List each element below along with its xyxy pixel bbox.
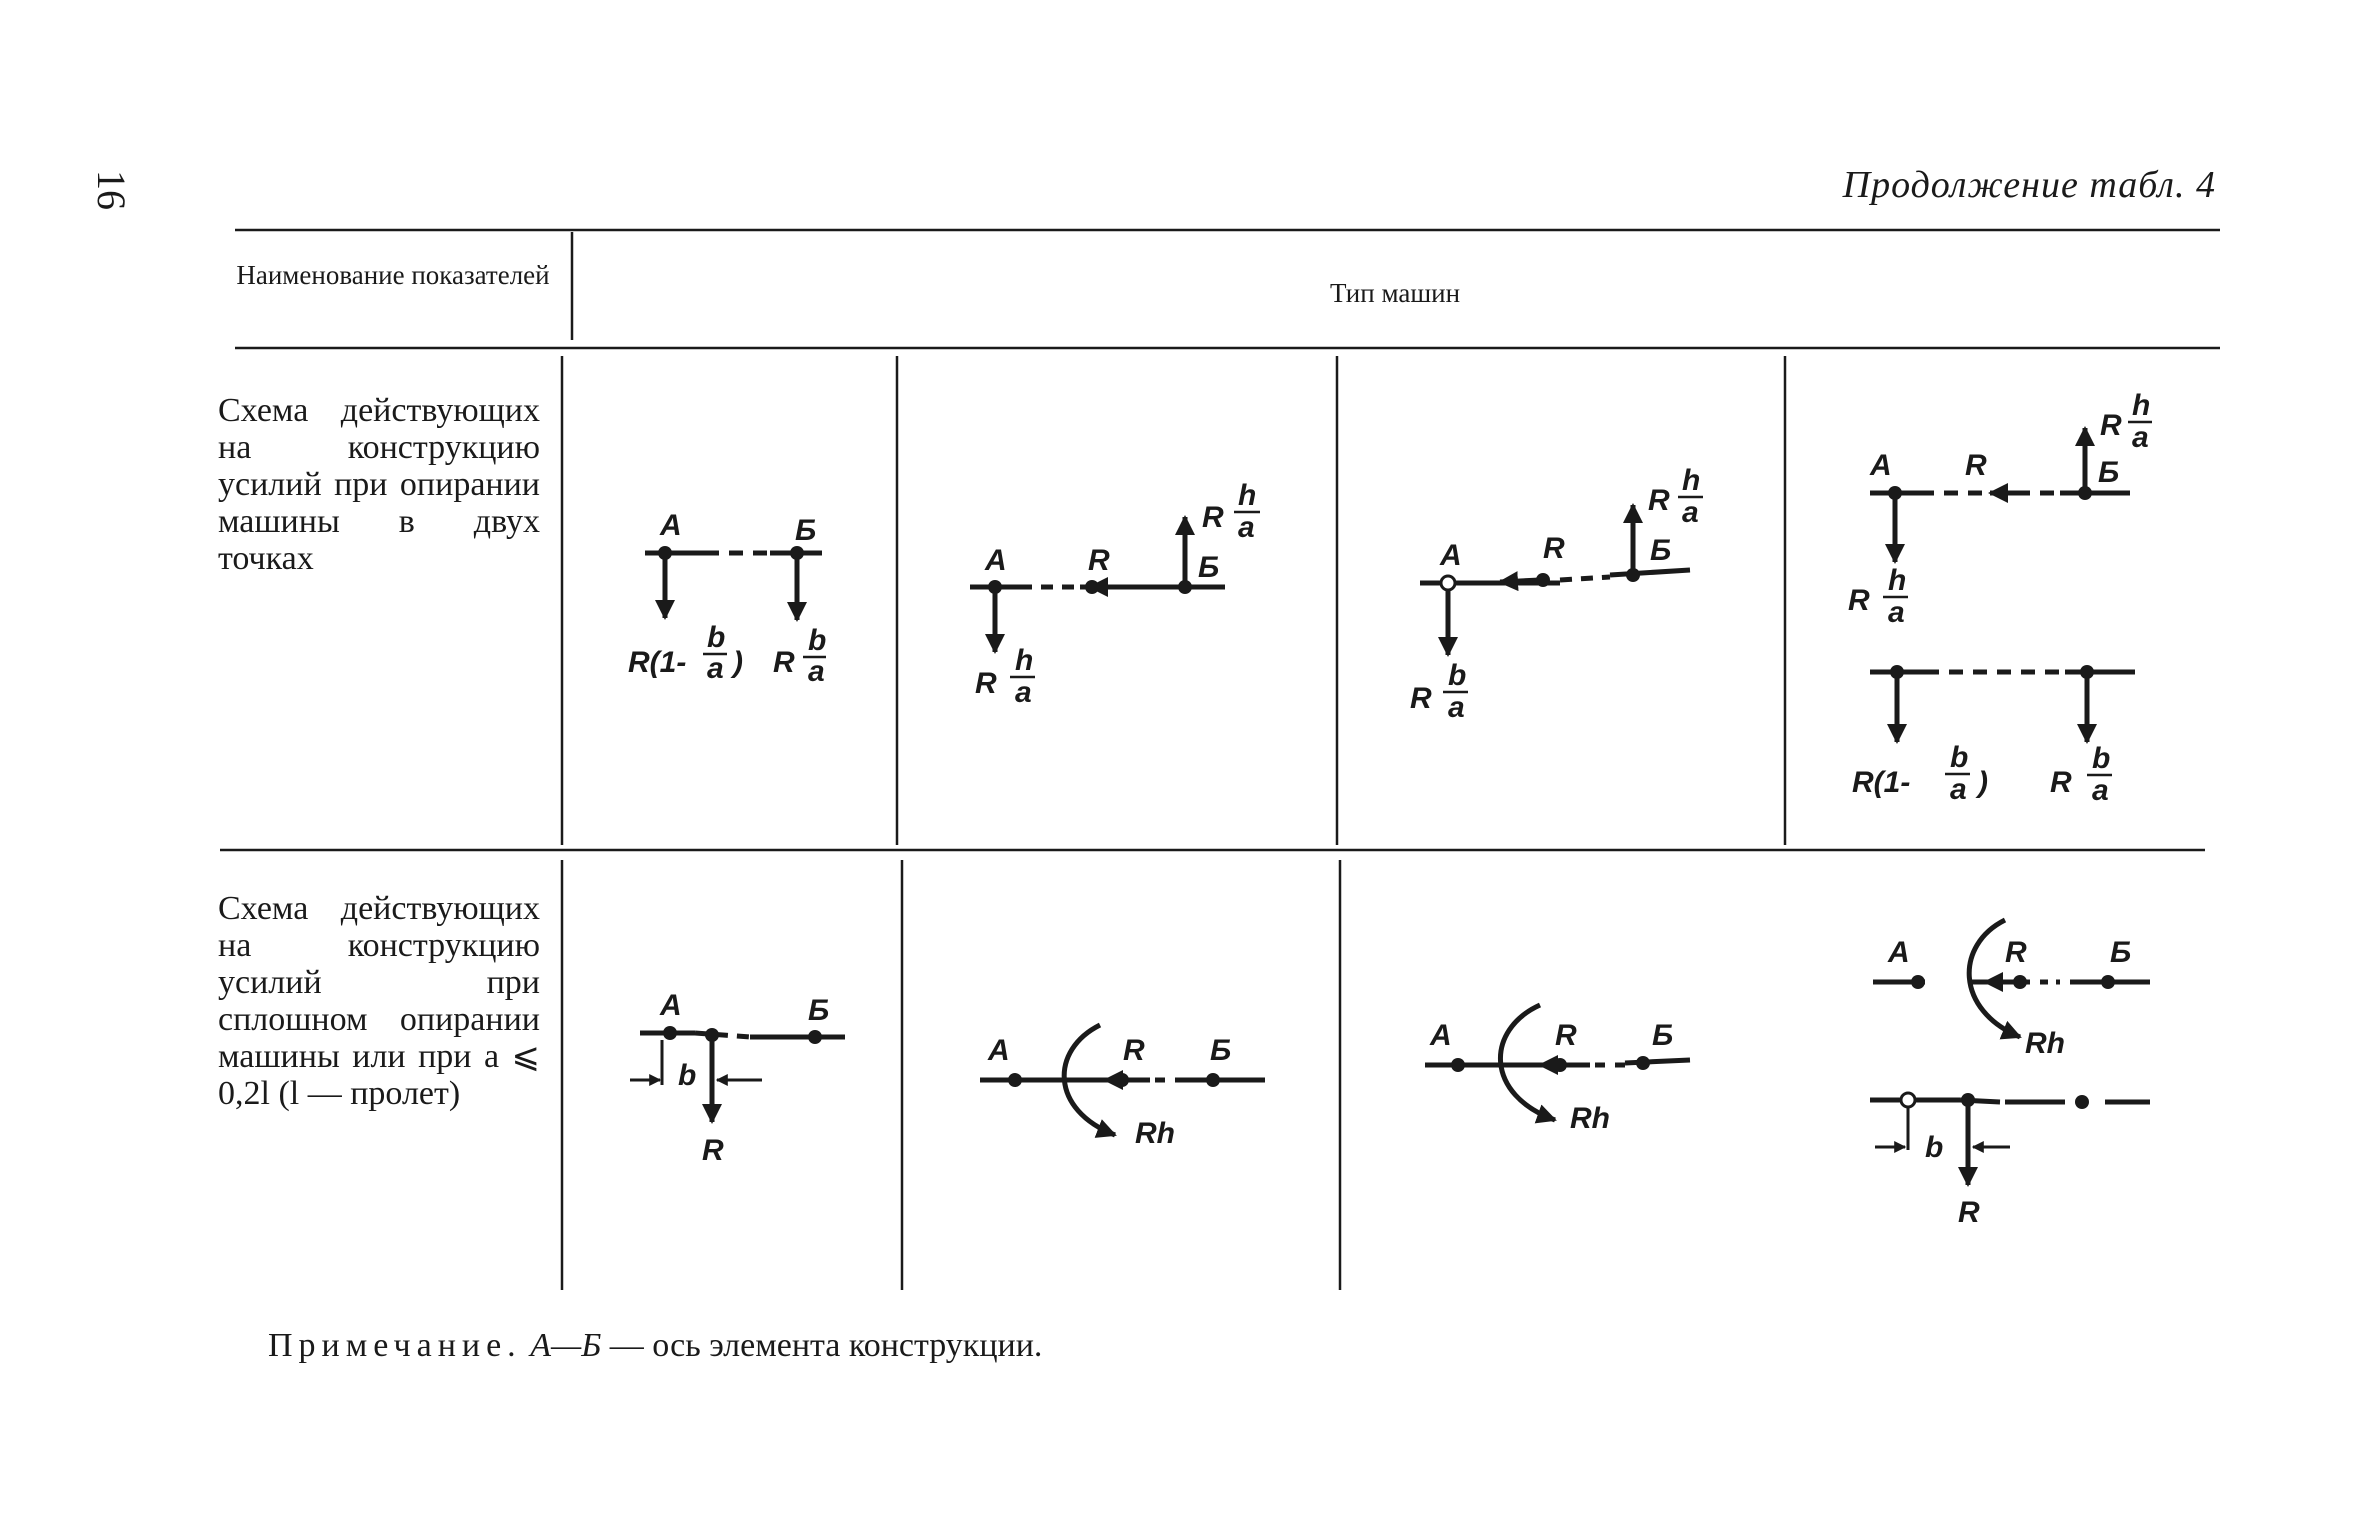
continuation-title: Продолжение табл. 4 <box>1842 164 2216 206</box>
label-a: А <box>984 544 1007 577</box>
label-rh: Rh <box>2025 1027 2065 1060</box>
scheme-r1-c4-upper <box>1870 426 2130 564</box>
label-b: Б <box>808 994 829 1027</box>
label-b-frac: b <box>1448 659 1466 692</box>
label-h-frac: h <box>1682 464 1700 497</box>
label-a: А <box>1887 936 1910 969</box>
label-r: R <box>2050 766 2072 799</box>
label-h-frac: h <box>1888 564 1906 597</box>
scheme-r1-c4-lower <box>1870 665 2135 744</box>
label-a-frac: a <box>1888 596 1905 629</box>
label-b-frac: b <box>707 621 725 654</box>
label-b: Б <box>1198 551 1219 584</box>
label-a: А <box>1429 1019 1452 1052</box>
label-r: R <box>1958 1196 1980 1229</box>
label-r: R <box>702 1134 724 1167</box>
label-a: А <box>659 509 682 542</box>
label-h-frac: h <box>1015 644 1033 677</box>
label-a-frac: a <box>707 652 724 685</box>
note: Примечание. А—Б — ось элемента конструкц… <box>268 1327 1042 1365</box>
label-a: А <box>987 1034 1010 1067</box>
label-r: R <box>2005 936 2027 969</box>
label-a-frac: a <box>1448 691 1465 724</box>
label-b: Б <box>795 514 816 547</box>
label-a-frac: a <box>1238 511 1255 544</box>
scheme-r2-c3 <box>1425 1002 1691 1124</box>
label-r: R <box>773 646 795 679</box>
label-a-frac: a <box>1015 676 1032 709</box>
label-r-open: R(1- <box>628 646 686 679</box>
label-a-frac: a <box>2092 774 2109 807</box>
label-a-frac: a <box>1950 773 1967 806</box>
scheme-r2-c4-lower <box>1870 1091 2150 1187</box>
label-b: Б <box>1652 1019 1673 1052</box>
label-a: А <box>659 989 682 1022</box>
note-text: — ось элемента конструкции. <box>601 1327 1043 1364</box>
label-r: R <box>1555 1019 1577 1052</box>
label-h-frac: h <box>1238 479 1256 512</box>
row-label-two-point: Схема действующих на конструкцию усилий … <box>218 392 540 577</box>
note-axis: А—Б <box>530 1327 602 1364</box>
scheme-r2-c4-upper <box>1873 917 2150 1040</box>
label-b-frac: b <box>1950 741 1968 774</box>
label-close: ) <box>1975 766 1988 799</box>
label-close: ) <box>730 646 743 679</box>
label-r: R <box>2100 409 2122 442</box>
scheme-r1-c2 <box>970 515 1225 654</box>
note-label: Примечание. <box>268 1327 522 1364</box>
label-b-frac: b <box>808 624 826 657</box>
label-b: Б <box>1650 534 1671 567</box>
header-machine-type: Тип машин <box>1329 278 1461 308</box>
label-a: А <box>1869 449 1892 482</box>
label-h-frac: h <box>2132 389 2150 422</box>
label-r: R <box>975 667 997 700</box>
label-r: R <box>1965 449 1987 482</box>
scheme-r1-c3 <box>1420 503 1691 657</box>
label-rh: Rh <box>1570 1102 1610 1135</box>
label-r: R <box>1088 544 1110 577</box>
label-a-frac: a <box>808 655 825 688</box>
label-b-frac: b <box>2092 742 2110 775</box>
label-b-small: b <box>1925 1131 1943 1164</box>
label-r: R <box>1848 584 1870 617</box>
label-r: R <box>1202 501 1224 534</box>
table-grid <box>220 228 2220 1290</box>
label-r: R <box>1648 484 1670 517</box>
scheme-r2-c1 <box>630 1026 845 1124</box>
scheme-r2-c2 <box>980 1022 1265 1138</box>
label-r: R <box>1410 682 1432 715</box>
label-r: R <box>1543 532 1565 565</box>
label-a-frac: a <box>2132 421 2149 454</box>
label-a-frac: a <box>1682 496 1699 529</box>
row-label-continuous: Схема действующих на конструкцию усилий … <box>218 890 540 1112</box>
header-indicator-name: Наименование показателей <box>236 260 550 290</box>
label-r-open: R(1- <box>1852 766 1910 799</box>
scheme-r1-c1 <box>645 546 822 622</box>
label-b: Б <box>2110 936 2131 969</box>
label-r: R <box>1123 1034 1145 1067</box>
label-rh: Rh <box>1135 1117 1175 1150</box>
label-b: Б <box>2098 456 2119 489</box>
label-a: А <box>1439 539 1462 572</box>
label-b-small: b <box>678 1059 696 1092</box>
label-b: Б <box>1210 1034 1231 1067</box>
